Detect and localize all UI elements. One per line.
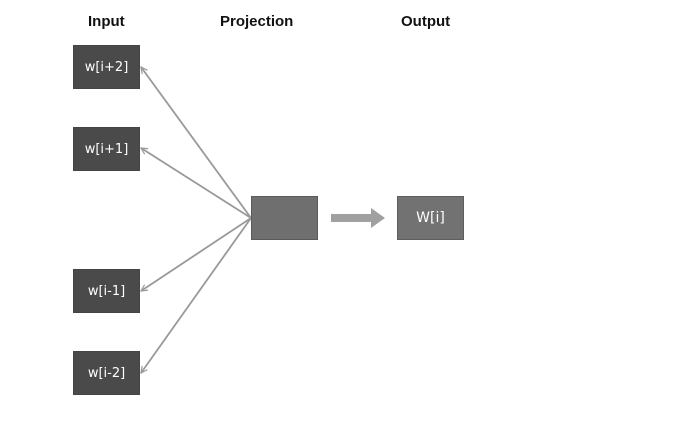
connector-arrow-w-i-plus-1 (141, 147, 252, 219)
projection-box (251, 196, 318, 240)
connector-arrow-w-i-minus-1 (141, 217, 252, 292)
projection-column-header: Projection (220, 13, 294, 30)
connector-arrow-w-i-minus-2 (141, 217, 252, 373)
output-word-box: W[i] (397, 196, 464, 240)
connector-arrow-w-i-plus-2 (141, 67, 252, 219)
output-column-header: Output (401, 13, 451, 30)
input-word-box-w-i-minus-1: w[i-1] (73, 269, 140, 313)
input-column-header: Input (88, 13, 125, 30)
projection-to-output-arrow (331, 208, 385, 228)
input-word-box-w-i-minus-2: w[i-2] (73, 351, 140, 395)
input-word-box-w-i-plus-1: w[i+1] (73, 127, 140, 171)
input-word-box-w-i-plus-2: w[i+2] (73, 45, 140, 89)
